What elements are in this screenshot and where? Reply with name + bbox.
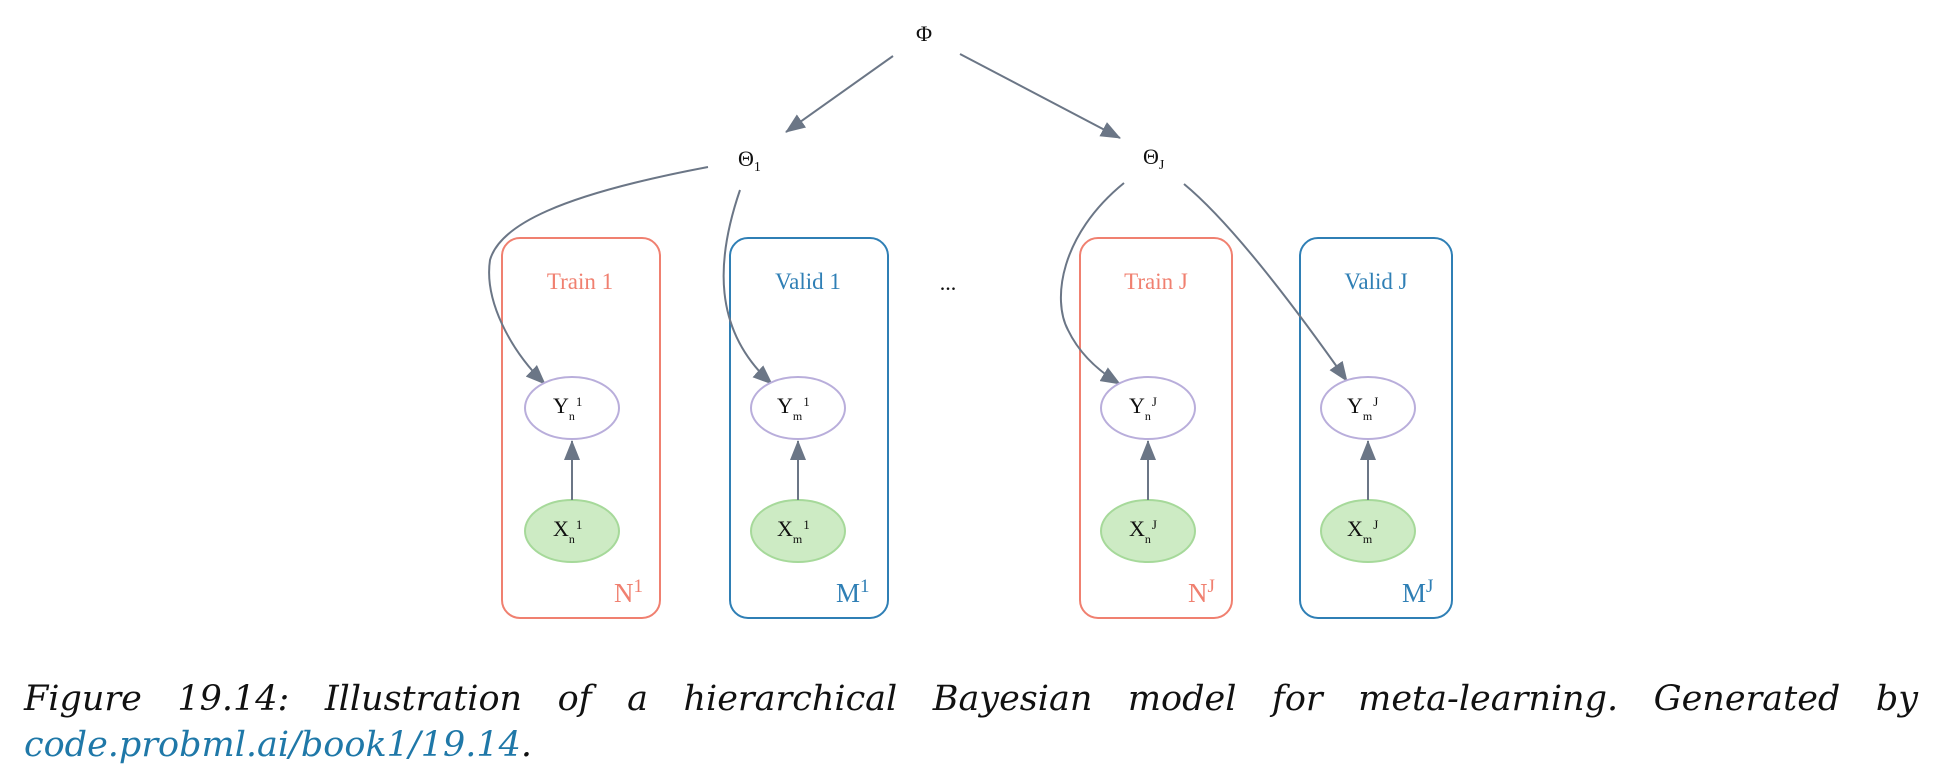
plate-count-valid-j-main: M — [1402, 578, 1426, 608]
plate-title-train-j: Train J — [1124, 269, 1188, 294]
plate-count-train-j-main: N — [1188, 578, 1208, 608]
x-label-valid-j-main: X — [1347, 516, 1363, 541]
theta-1-main: Θ — [738, 146, 754, 171]
x-label-valid-j: XmJ — [1347, 516, 1378, 546]
x-label-train-j-sup: J — [1152, 517, 1157, 532]
x-label-valid-j-sub: m — [1363, 532, 1373, 546]
x-node-valid-j — [1320, 499, 1416, 563]
y-node-train-j — [1100, 376, 1196, 440]
caption-period: . — [520, 725, 533, 765]
x-label-train-1-sup: 1 — [576, 517, 583, 532]
y-label-train-j-main: Y — [1129, 393, 1145, 418]
y-label-train-1: Yn1 — [553, 393, 582, 423]
phi-node: Φ — [916, 21, 932, 46]
y-label-valid-1: Ym1 — [777, 393, 810, 423]
y-label-valid-j: YmJ — [1347, 393, 1378, 423]
x-label-train-1: Xn1 — [553, 516, 582, 546]
theta-1-node: Θ1 — [738, 146, 761, 175]
y-label-train-j: YnJ — [1129, 393, 1157, 423]
plate-count-train-j: NJ — [1188, 576, 1215, 608]
plate-count-valid-1-main: M — [836, 578, 860, 608]
x-label-valid-1-sup: 1 — [803, 517, 810, 532]
y-label-train-j-sup: J — [1152, 394, 1157, 409]
y-node-valid-1 — [750, 376, 846, 440]
y-label-valid-1-sup: 1 — [803, 394, 810, 409]
edge-theta1-y-valid-1 — [722, 189, 773, 385]
plate-title-valid-1: Valid 1 — [775, 269, 841, 294]
y-label-valid-j-sup: J — [1373, 394, 1378, 409]
x-node-train-j — [1100, 499, 1196, 563]
x-label-train-j-sub: n — [1145, 532, 1151, 546]
plate-count-valid-1: M1 — [836, 576, 870, 608]
y-node-valid-j — [1320, 376, 1416, 440]
plate-count-train-j-sup: J — [1208, 576, 1215, 597]
edge-phi-thetaj — [959, 53, 1121, 139]
x-node-valid-1 — [750, 499, 846, 563]
edge-thetaj-y-valid-j — [1183, 183, 1348, 382]
plate-count-train-1-sup: 1 — [634, 576, 644, 597]
y-label-train-1-sub: n — [569, 409, 575, 423]
y-label-train-1-sup: 1 — [576, 394, 583, 409]
y-label-valid-j-sub: m — [1363, 409, 1373, 423]
y-label-valid-j-main: Y — [1347, 393, 1363, 418]
source-link[interactable]: code.probml.ai/book1/19.14 — [24, 725, 521, 765]
y-label-valid-1-sub: m — [793, 409, 803, 423]
plate-count-valid-1-sup: 1 — [860, 576, 870, 597]
ellipsis-label: ... — [940, 270, 957, 295]
plate-count-valid-j-sup: J — [1426, 576, 1433, 597]
plate-title-train-1: Train 1 — [547, 269, 613, 294]
figure-caption: Figure 19.14: Illustration of a hierarch… — [24, 679, 1918, 719]
x-label-valid-1: Xm1 — [777, 516, 810, 546]
y-label-valid-1-main: Y — [777, 393, 793, 418]
x-node-train-1 — [524, 499, 620, 563]
theta-j-main: Θ — [1143, 144, 1159, 169]
plate-valid-1 — [729, 237, 889, 619]
x-label-train-1-main: X — [553, 516, 569, 541]
plate-count-train-1-main: N — [614, 578, 634, 608]
x-label-train-1-sub: n — [569, 532, 575, 546]
x-label-valid-1-sub: m — [793, 532, 803, 546]
x-label-valid-1-main: X — [777, 516, 793, 541]
edge-theta1-y-train-1 — [488, 166, 709, 385]
y-node-train-1 — [524, 376, 620, 440]
edge-phi-theta1 — [785, 55, 894, 133]
plate-valid-j — [1299, 237, 1453, 619]
plate-count-train-1: N1 — [614, 576, 643, 608]
edge-thetaj-y-train-j — [1059, 182, 1125, 385]
plate-train-j — [1079, 237, 1233, 619]
theta-j-node: ΘJ — [1143, 144, 1165, 173]
x-label-valid-j-sup: J — [1373, 517, 1378, 532]
hierarchical-bayesian-diagram: Φ Θ1 ΘJ ... Train 1 Valid 1 Train J Vali… — [488, 21, 1453, 619]
plate-train-1 — [501, 237, 661, 619]
plate-count-valid-j: MJ — [1402, 576, 1433, 608]
theta-j-sub: J — [1159, 158, 1165, 173]
y-label-train-1-main: Y — [553, 393, 569, 418]
x-label-train-j: XnJ — [1129, 516, 1157, 546]
figure-caption-source: code.probml.ai/book1/19.14. — [24, 722, 532, 768]
plate-title-valid-j: Valid J — [1344, 269, 1407, 294]
y-label-train-j-sub: n — [1145, 409, 1151, 423]
theta-1-sub: 1 — [754, 160, 761, 175]
x-label-train-j-main: X — [1129, 516, 1145, 541]
